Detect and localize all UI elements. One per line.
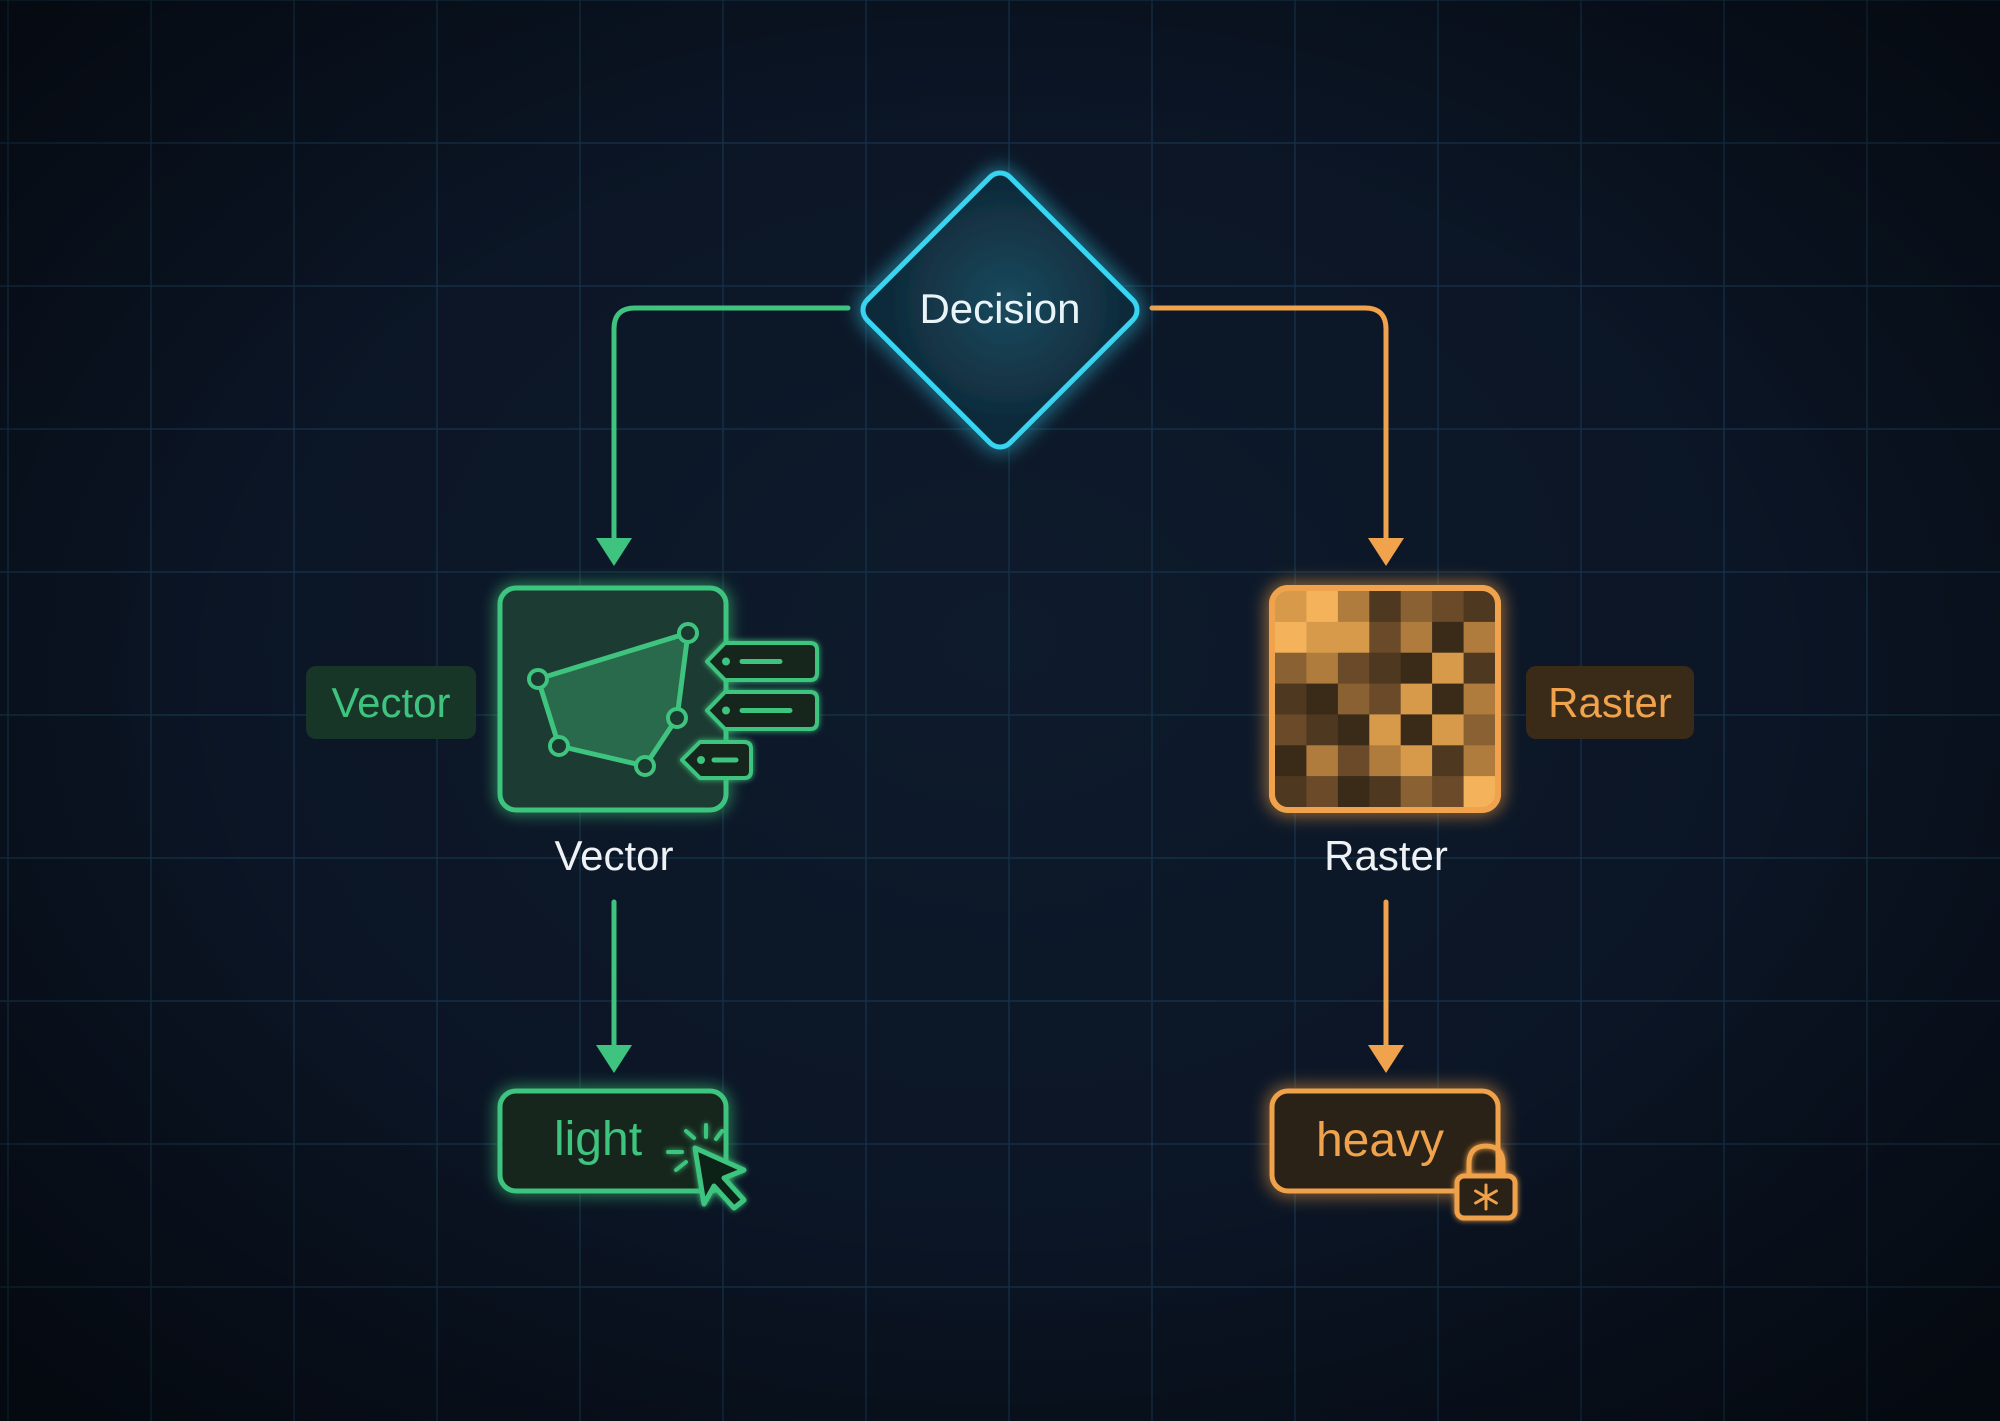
pixel-cell <box>1463 591 1496 623</box>
vector-tag: Vector <box>306 666 476 739</box>
pixel-cell <box>1400 776 1433 808</box>
pixel-cell <box>1306 652 1339 685</box>
arrowhead-heavy <box>1368 1045 1404 1073</box>
arrowhead-raster <box>1368 538 1404 566</box>
pixel-cell <box>1306 776 1339 808</box>
pixel-cell <box>1432 621 1465 654</box>
pixel-cell <box>1337 745 1370 777</box>
pixel-cell <box>1275 591 1307 623</box>
pixel-cell <box>1432 745 1465 777</box>
pixel-cell <box>1432 591 1465 623</box>
pixel-cell <box>1306 745 1339 777</box>
pixel-cell <box>1369 776 1402 808</box>
raster-tag: Raster <box>1526 666 1694 739</box>
vector-tag-label: Vector <box>331 679 450 726</box>
light-node-box <box>497 1088 729 1194</box>
pixel-cell <box>1306 714 1339 746</box>
pixel-cell <box>1369 683 1402 716</box>
pixel-cell <box>1306 621 1339 654</box>
heavy-node-label: heavy <box>1316 1114 1444 1167</box>
pixel-cell <box>1275 714 1307 746</box>
pixel-cell <box>1432 683 1465 716</box>
pixel-cell <box>1463 745 1496 777</box>
connector-vector-to-light <box>596 899 632 1073</box>
pixel-cell <box>1463 714 1496 746</box>
pixel-cell <box>1337 714 1370 746</box>
pixel-cell <box>1369 591 1402 623</box>
decision-diamond-shape <box>860 170 1140 450</box>
light-node[interactable]: light <box>497 1088 747 1211</box>
layer-tags-icon <box>680 641 819 780</box>
decision-node[interactable]: Decision <box>857 167 1143 453</box>
pixel-cell <box>1369 621 1402 654</box>
arrowhead-light <box>596 1045 632 1073</box>
pixel-cell <box>1275 621 1307 654</box>
light-node-label: light <box>554 1113 642 1166</box>
pixel-cell <box>1400 652 1433 685</box>
pixel-cell <box>1337 683 1370 716</box>
decision-label: Decision <box>919 285 1080 332</box>
raster-node-border <box>1269 585 1501 813</box>
heavy-node[interactable]: heavy <box>1269 1088 1518 1221</box>
heavy-node-box <box>1269 1088 1501 1194</box>
pixel-cell <box>1463 683 1496 716</box>
pixel-cell <box>1432 714 1465 746</box>
pixel-cell <box>1400 591 1433 623</box>
arrowhead-vector <box>596 538 632 566</box>
connector-decision-to-vector <box>596 305 851 566</box>
connector-raster-to-heavy <box>1368 899 1404 1073</box>
lock-snowflake-icon <box>1454 1143 1518 1221</box>
connector-decision-to-raster <box>1149 305 1404 566</box>
pixel-cell <box>1400 621 1433 654</box>
pixel-cell <box>1369 714 1402 746</box>
pixel-cell <box>1400 714 1433 746</box>
pixel-cell <box>1306 683 1339 716</box>
pixel-cell <box>1337 652 1370 685</box>
pixel-grid-icon <box>1275 591 1496 808</box>
cursor-click-icon <box>666 1123 747 1211</box>
pixel-cell <box>1337 621 1370 654</box>
pixel-cell <box>1432 652 1465 685</box>
pixel-cell <box>1369 652 1402 685</box>
raster-node[interactable]: Raster <box>1269 585 1501 879</box>
raster-node-label: Raster <box>1324 832 1448 879</box>
vector-node[interactable]: Vector <box>497 585 819 879</box>
polygon-with-anchor-points-icon <box>527 622 699 777</box>
pixel-cell <box>1432 776 1465 808</box>
pixel-cell <box>1369 745 1402 777</box>
pixel-cell <box>1463 652 1496 685</box>
pixel-cell <box>1463 621 1496 654</box>
pixel-cell <box>1275 652 1307 685</box>
pixel-cell <box>1463 776 1496 808</box>
pixel-cell <box>1275 745 1307 777</box>
pixel-cell <box>1337 591 1370 623</box>
pixel-cell <box>1337 776 1370 808</box>
raster-tag-label: Raster <box>1548 679 1672 726</box>
vector-node-label: Vector <box>554 832 673 879</box>
pixel-cell <box>1275 776 1307 808</box>
pixel-cell <box>1306 591 1339 623</box>
pixel-cell <box>1400 745 1433 777</box>
pixel-cell <box>1275 683 1307 716</box>
pixel-cell <box>1400 683 1433 716</box>
